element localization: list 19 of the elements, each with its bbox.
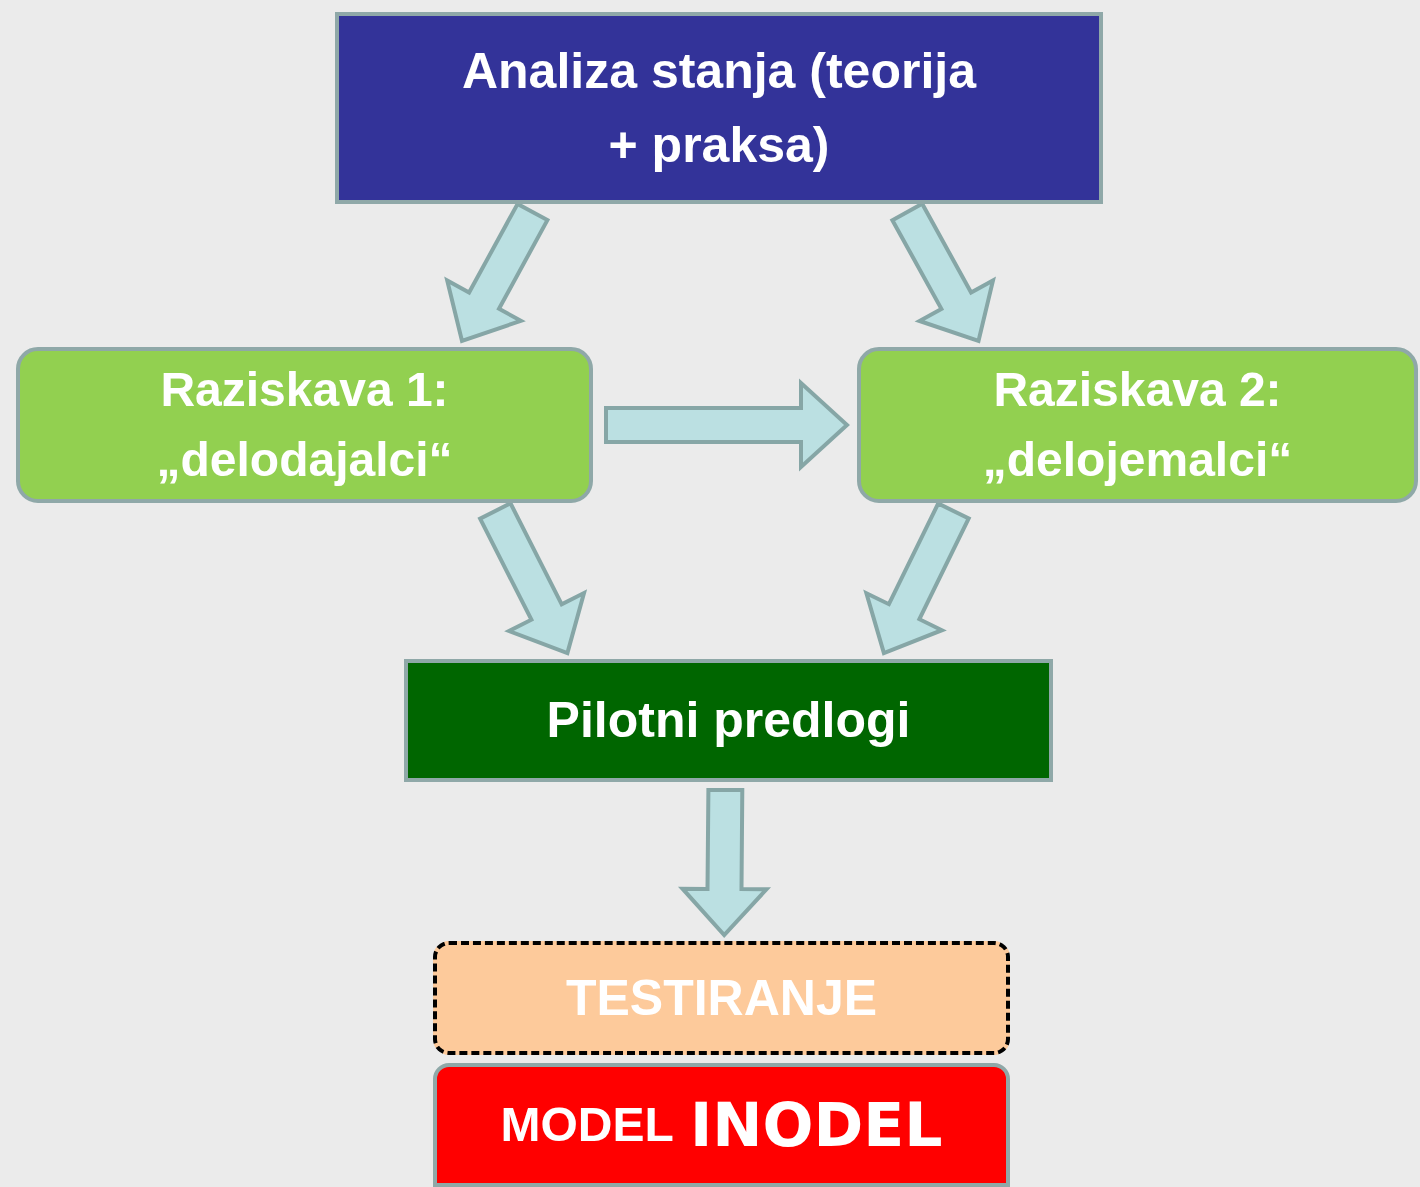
process-box (16, 347, 593, 503)
block-arrow (677, 787, 772, 938)
block-arrow (444, 201, 551, 344)
process-box (335, 12, 1103, 204)
result-box (433, 1063, 1010, 1187)
process-box (857, 347, 1418, 503)
box-label: Raziskava 2: „delojemalci“ (981, 362, 1294, 488)
process-box (433, 941, 1010, 1055)
box-label: Analiza stanja (teorija + praksa) (460, 42, 978, 175)
block-arrow (863, 500, 972, 656)
box-label: Raziskava 1: „delodajalci“ (155, 362, 454, 488)
block-arrow (477, 500, 588, 656)
box-label: MODEL (500, 1097, 674, 1153)
box-label: TESTIRANJE (565, 968, 878, 1028)
process-box (404, 659, 1053, 782)
block-arrow (604, 378, 850, 472)
block-arrow (889, 201, 996, 344)
box-label: Pilotni predlogi (546, 691, 911, 750)
box-label: INODEL (689, 1089, 943, 1162)
